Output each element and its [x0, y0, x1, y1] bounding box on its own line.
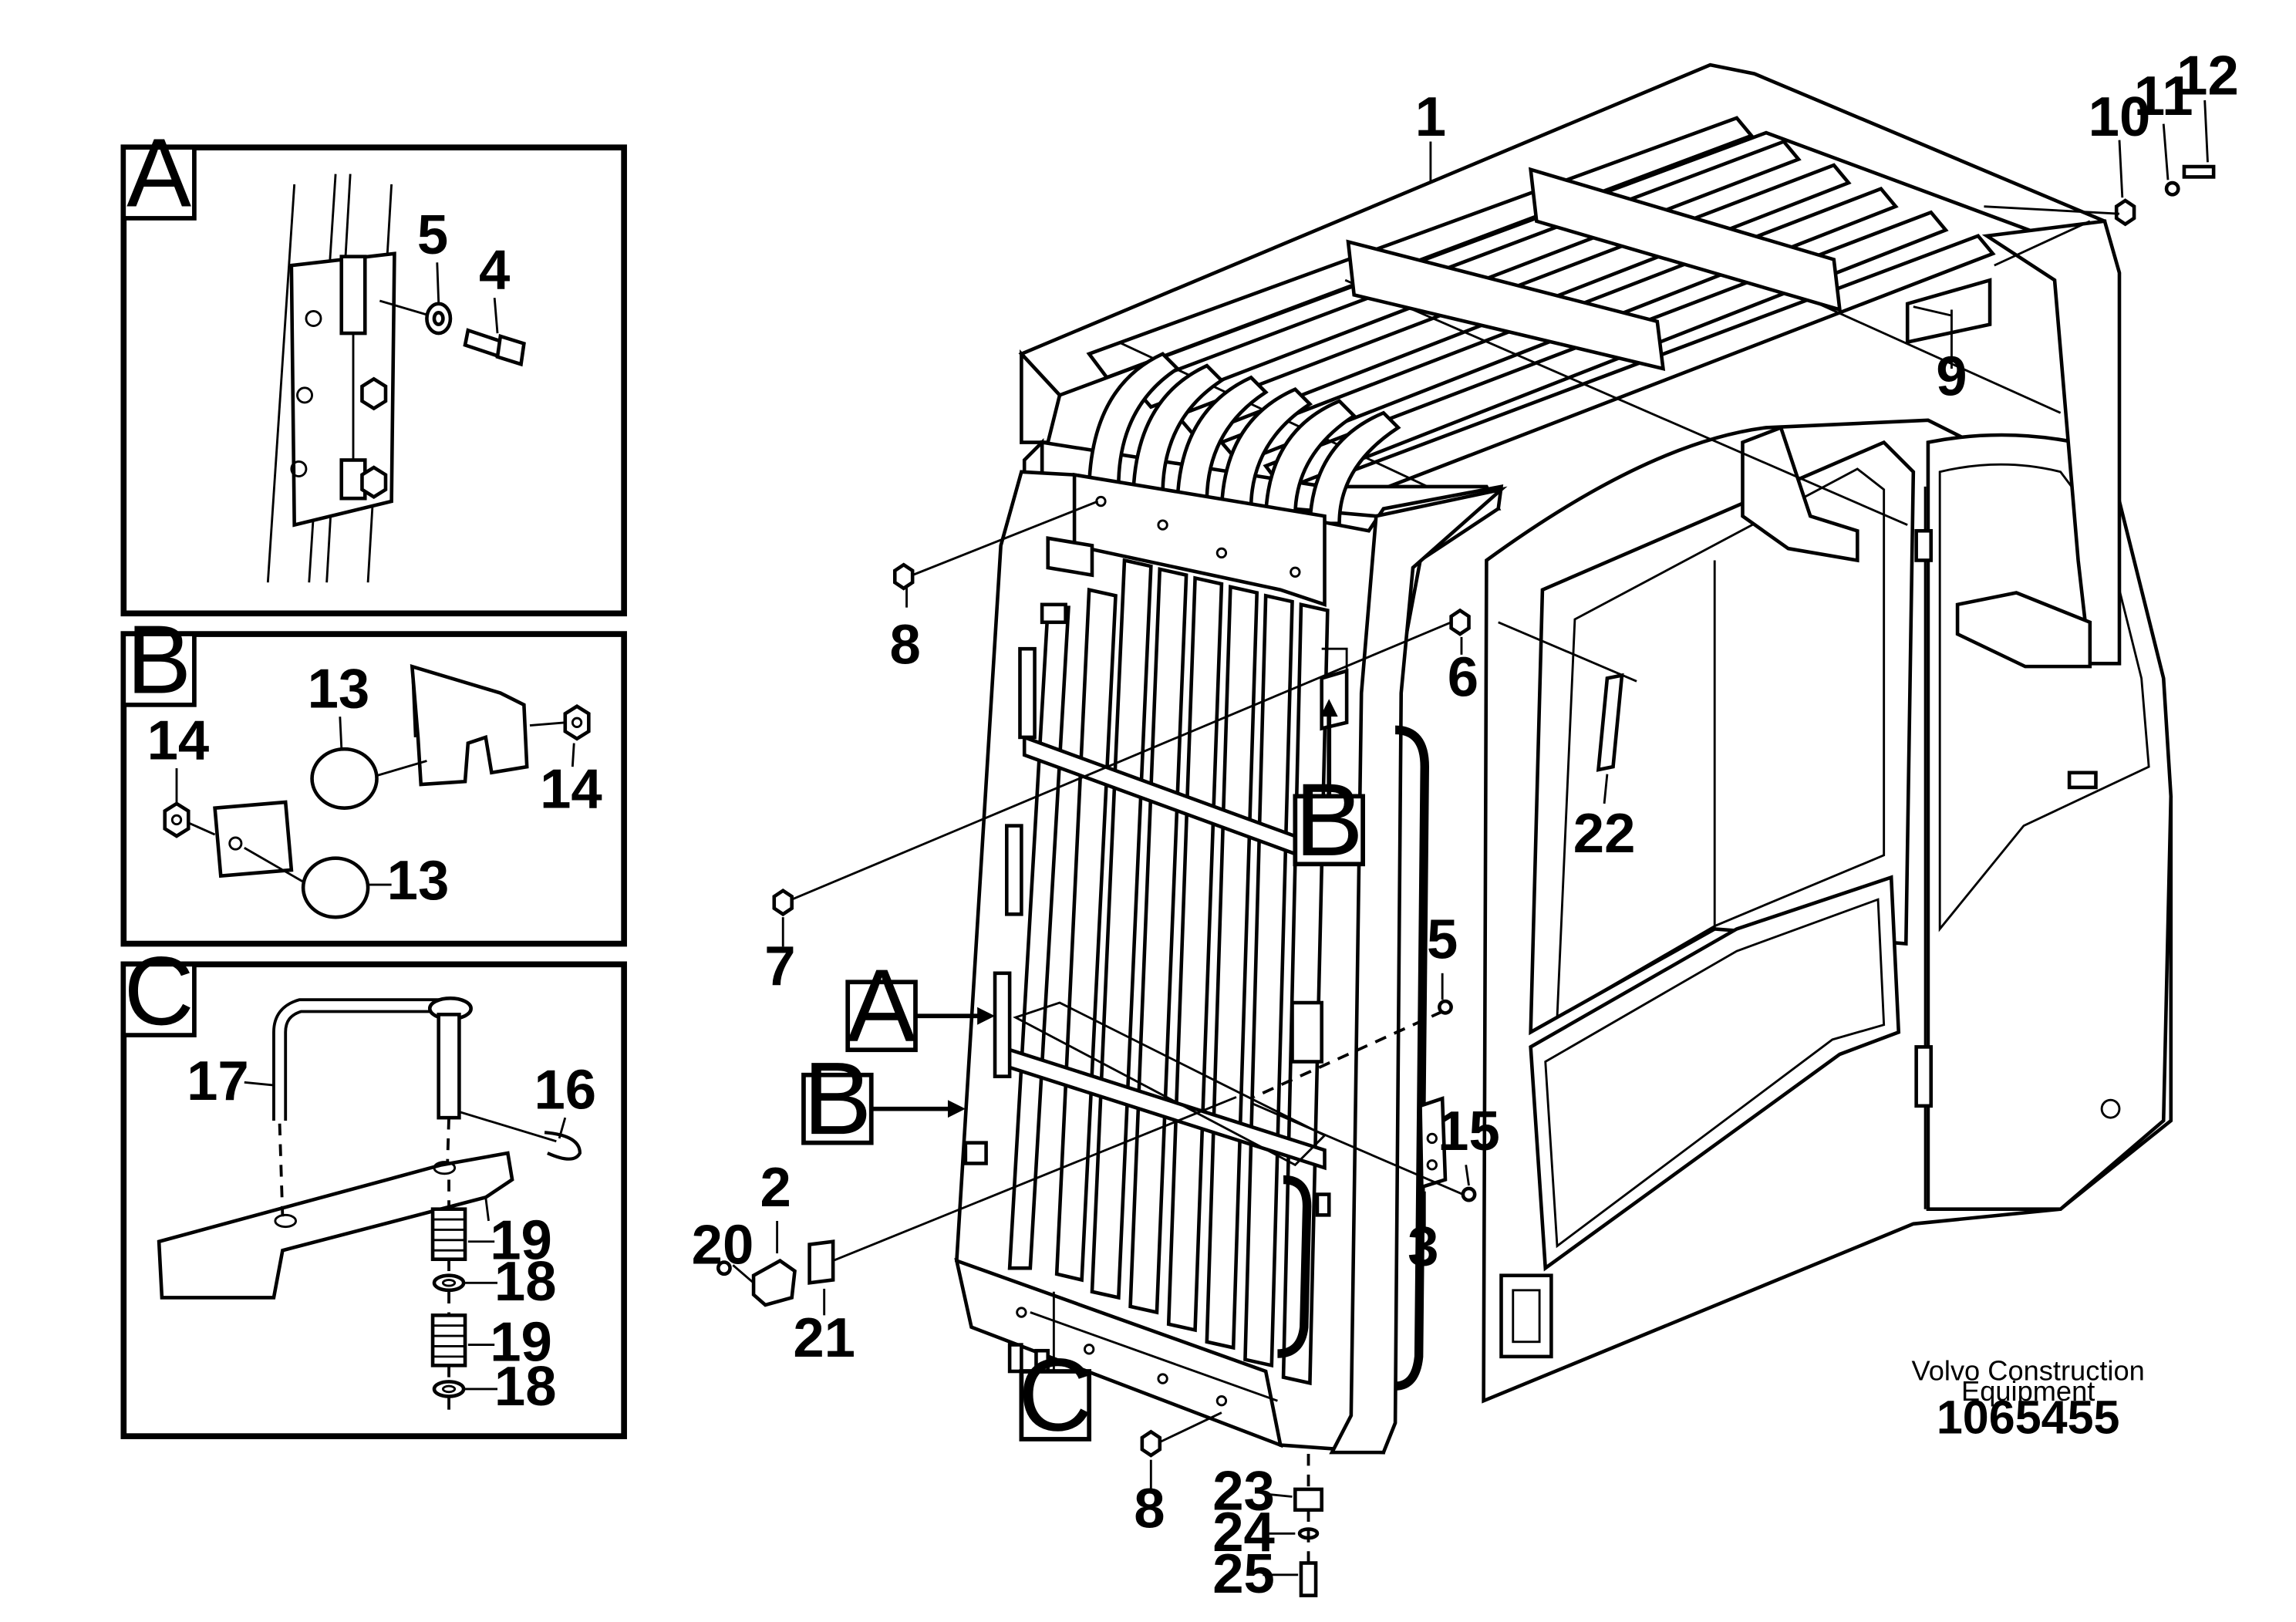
- label-b-14-left: 14: [147, 710, 210, 772]
- washer-18-lower: [432, 1380, 466, 1398]
- label-23: 23: [1212, 1460, 1275, 1523]
- callout-c-main: C: [1018, 1337, 1092, 1452]
- label-b-13-lower: 13: [387, 849, 450, 912]
- svg-text:C: C: [1018, 1337, 1092, 1452]
- label-a-5: 5: [417, 204, 448, 266]
- plate-21: [807, 1239, 835, 1285]
- detail-a-letter: A: [126, 119, 191, 228]
- label-9: 9: [1936, 345, 1967, 407]
- detail-c-panel: C: [120, 937, 627, 1439]
- leader-lines: [732, 99, 2209, 1576]
- label-c-19-lower: 19: [490, 1311, 552, 1374]
- label-5-main: 5: [1427, 909, 1458, 971]
- bracket-drawing: [213, 663, 529, 878]
- label-c-16: 16: [534, 1059, 596, 1121]
- label-c-19-upper: 19: [490, 1209, 552, 1272]
- label-7: 7: [764, 935, 795, 997]
- nut-14-right: [563, 704, 591, 741]
- bolts-8-7-6-5: [716, 164, 2216, 1458]
- knob-13-upper: [310, 747, 427, 810]
- label-2: 2: [760, 1156, 791, 1219]
- svg-text:A: A: [848, 949, 916, 1064]
- detail-a-panel: A 5 4: [120, 119, 627, 617]
- spring-19-lower: [430, 1313, 467, 1367]
- label-c-18-lower: 18: [494, 1355, 557, 1418]
- callout-a-main: A: [845, 949, 996, 1064]
- washer-5: [425, 302, 453, 336]
- label-c-18-upper: 18: [494, 1250, 557, 1313]
- label-a-4: 4: [479, 239, 510, 302]
- bracket-c-drawing: [157, 1151, 514, 1300]
- company-line-2: Equipment: [1961, 1375, 2095, 1407]
- label-12: 12: [2176, 44, 2239, 106]
- label-b-13-upper: 13: [308, 658, 370, 720]
- pin-16: [458, 1111, 582, 1161]
- svg-text:B: B: [803, 1041, 872, 1156]
- label-20: 20: [692, 1213, 754, 1276]
- bolt-4: [463, 328, 526, 367]
- bolt-25: [1299, 1561, 1318, 1597]
- handle-17: [272, 996, 473, 1121]
- detail-b-panel: B 13 14 14 13: [120, 605, 627, 947]
- label-21: 21: [793, 1307, 855, 1369]
- label-6: 6: [1448, 646, 1478, 708]
- label-15: 15: [1438, 1100, 1500, 1162]
- bushing-23: [1293, 1487, 1323, 1512]
- roof-slats: [1086, 116, 2062, 526]
- washer-18-upper: [432, 1273, 466, 1293]
- detail-b-letter: B: [126, 605, 191, 713]
- bracket-2: [751, 1258, 797, 1307]
- label-c-17: 17: [187, 1050, 249, 1112]
- label-10: 10: [2089, 86, 2151, 148]
- label-8-lower: 8: [1134, 1478, 1165, 1540]
- callout-b-secondary: B: [801, 1041, 966, 1156]
- label-24: 24: [1212, 1501, 1275, 1563]
- front-guard: [954, 470, 1508, 1455]
- label-8-upper: 8: [889, 613, 920, 676]
- label-3: 3: [1408, 1215, 1438, 1277]
- spring-19-upper: [430, 1207, 467, 1261]
- label-1: 1: [1415, 86, 1446, 148]
- fops-roof-frame: [1018, 62, 2122, 669]
- label-11: 11: [2134, 65, 2193, 127]
- label-b-14-right: 14: [540, 758, 602, 821]
- knob-13-lower: [244, 847, 370, 919]
- label-25: 25: [1212, 1543, 1275, 1605]
- hinge-bracket-3: [1418, 1096, 1448, 1190]
- company-line-1: Volvo Construction: [1912, 1354, 2145, 1386]
- callout-b-main: B: [1293, 699, 1365, 878]
- hinge-drawing: [266, 174, 396, 583]
- label-22: 22: [1573, 802, 1636, 865]
- nut-14-left: [163, 801, 190, 838]
- drawing-number: 1065455: [1937, 1391, 2120, 1443]
- cab-drawing: [1482, 418, 2173, 1404]
- main-part-labels: 1 10 11 12 9 8 6 22 7 5 15 3 2 20 21 8 2…: [692, 44, 2239, 1604]
- latch-22: [1498, 621, 1637, 772]
- detail-c-letter: C: [124, 937, 194, 1046]
- reference-block: Volvo Construction Equipment 1065455: [1912, 1354, 2145, 1443]
